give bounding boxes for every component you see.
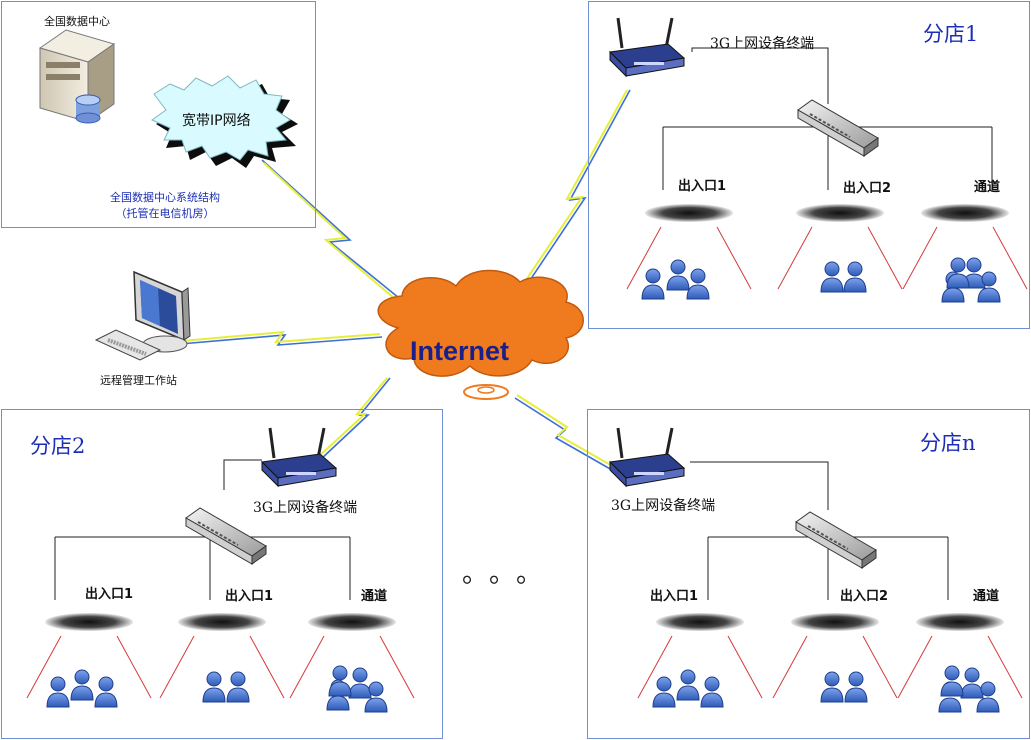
store-1-beam-right-1 (716, 226, 752, 290)
store-1-gate-2: 出入口2 (843, 181, 892, 196)
store-n-gate-1: 出入口1 (650, 589, 699, 604)
store-1-title: 分店1 (923, 22, 979, 46)
internet-label: Internet (410, 336, 510, 366)
store-2-title: 分店2 (30, 434, 86, 458)
workstation-icon (94, 270, 191, 361)
store-1-beam-left-1 (626, 226, 662, 290)
store-n-beam-left-1 (637, 635, 673, 699)
store-2-router-wire (223, 459, 262, 490)
stores-layer (26, 16, 1028, 713)
more-stores-ellipsis: 。。。 (462, 559, 557, 589)
store-n-beam-right-3 (987, 635, 1023, 699)
datacenter-panel (1, 1, 316, 228)
datacenter-caption: 全国数据中心系统结构 （托管在电信机房） (70, 190, 260, 222)
broadband-ip-label: 宽带IP网络 (182, 113, 251, 129)
store-1-gate-1: 出入口1 (678, 179, 727, 194)
store-n-beam-right-1 (727, 635, 763, 699)
store-1-router-wire (691, 47, 829, 104)
store-1-gate-3: 通道 (974, 180, 1001, 195)
store-2-gate-2: 出入口1 (225, 589, 274, 604)
store-panel-n (587, 409, 1030, 739)
store-2-beam-left-3 (289, 635, 325, 699)
store-1-beam-left-2 (777, 226, 813, 290)
store-2-beam-right-1 (116, 635, 152, 699)
store-1-beam-left-3 (902, 226, 938, 290)
store-2-beam-right-3 (379, 635, 415, 699)
store-n-terminal-label: 3G上网设备终端 (611, 498, 716, 514)
broadband-ip-cloud (150, 75, 298, 168)
store-1-beam-right-3 (992, 226, 1028, 290)
server-icon (38, 29, 116, 124)
store-n-beam-left-2 (772, 635, 808, 699)
store-n-router-wire (690, 461, 829, 510)
store-2-terminal-label: 3G上网设备终端 (253, 500, 358, 516)
link-workstation (179, 334, 383, 346)
store-n-gate-2: 出入口2 (840, 589, 889, 604)
internet-cloud (377, 269, 584, 400)
store-2-gate-1: 出入口1 (85, 587, 134, 602)
store-n-beam-right-2 (862, 635, 898, 699)
datacenter-caption-line2: （托管在电信机房） (115, 207, 215, 220)
workstation-label: 远程管理工作站 (100, 374, 177, 387)
store-2-gate-3: 通道 (361, 589, 388, 604)
store-2-beam-left-1 (26, 635, 62, 699)
link-datacenter (261, 159, 421, 316)
store-1-beam-right-2 (867, 226, 903, 290)
store-2-beam-right-2 (249, 635, 285, 699)
store-1-terminal-label: 3G上网设备终端 (710, 36, 815, 52)
store-panel-1 (588, 1, 1030, 329)
store-panel-2 (1, 409, 443, 739)
link-store-1 (499, 89, 631, 326)
store-n-beam-left-3 (897, 635, 933, 699)
datacenter-caption-line1: 全国数据中心系统结构 (110, 191, 220, 204)
store-2-beam-left-2 (159, 635, 195, 699)
server-label: 全国数据中心 (44, 15, 110, 28)
store-n-title: 分店n (920, 431, 976, 455)
store-n-gate-3: 通道 (973, 589, 1000, 604)
